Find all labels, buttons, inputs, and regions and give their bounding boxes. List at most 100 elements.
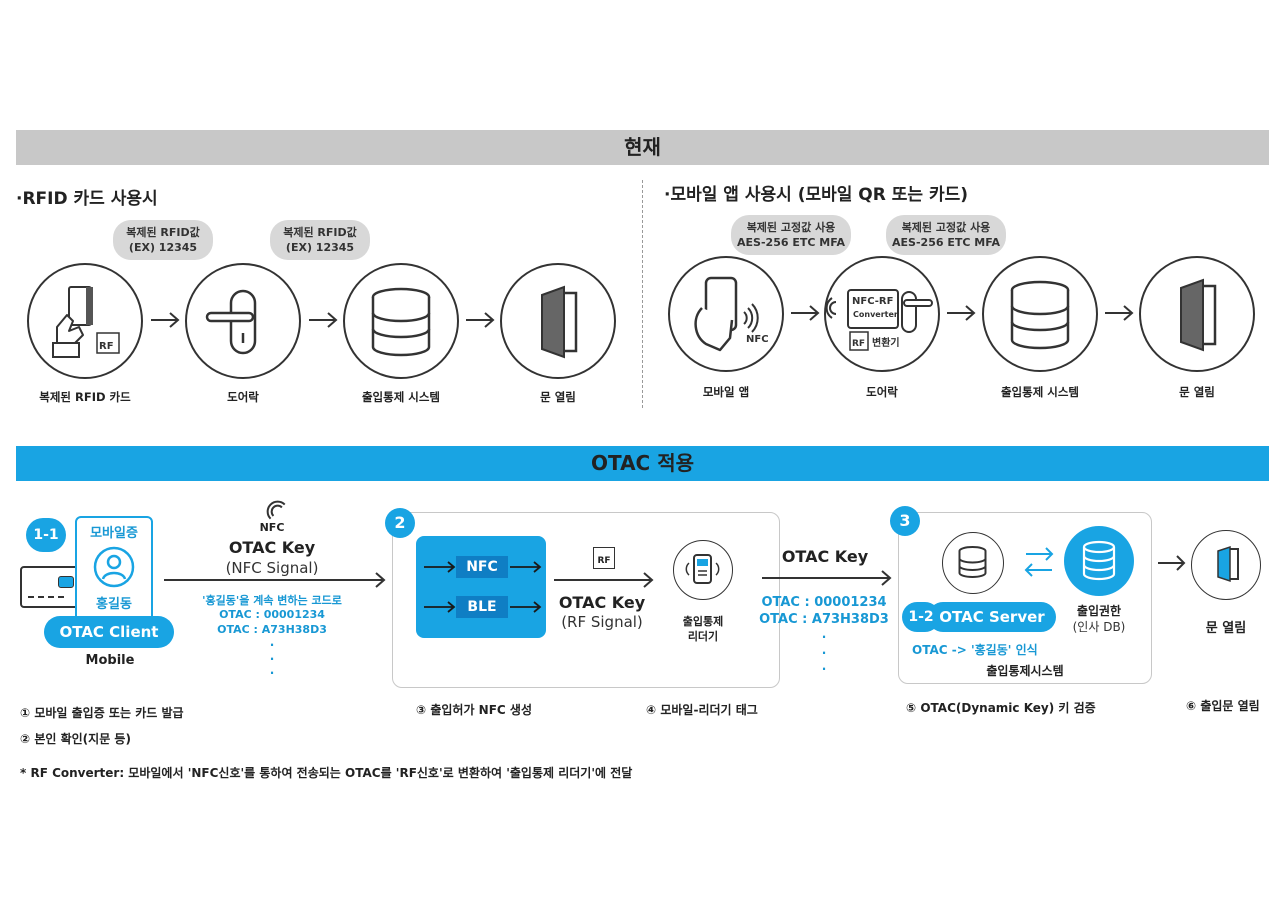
mobile-id-title: 모바일증	[90, 526, 138, 541]
mobile-pill-1: 복제된 고정값 사용 AES-256 ETC MFA	[731, 215, 851, 255]
step-5: ⑤ OTAC(Dynamic Key) 키 검증	[906, 701, 1096, 715]
box2-key-sub: (RF Signal)	[561, 613, 643, 631]
door-icon	[1217, 545, 1239, 583]
box2-rf-tag: RF	[593, 547, 615, 569]
system-label: 출입통제시스템	[986, 664, 1064, 678]
mobile-nfc-label: NFC	[746, 334, 769, 345]
final-door-label: 문 열림	[1205, 621, 1247, 636]
badge-2: 2	[385, 508, 415, 538]
nfc-key-title: OTAC Key	[228, 538, 316, 557]
rfid-system-circle	[343, 263, 459, 379]
rfid-step-3: 출입통제 시스템	[361, 390, 441, 404]
rfid-section-title: ·RFID 카드 사용시	[16, 189, 158, 209]
rfid-pill-2: 복제된 RFID값 (EX) 12345	[270, 220, 370, 260]
nfc-otac-2: OTAC : A73H38D3	[217, 623, 327, 636]
rfid-pill-1-line2: (EX) 12345	[128, 241, 198, 254]
current-header-title: 현재	[624, 135, 661, 159]
step-2: ② 본인 확인(지문 등)	[20, 732, 131, 746]
mobile-step-2: 도어락	[866, 385, 898, 399]
rfid-rf-tag: RF	[99, 341, 114, 352]
rfid-step-1: 복제된 RFID 카드	[39, 390, 131, 404]
reader-circle	[673, 540, 733, 600]
arrow-icon	[151, 312, 495, 328]
server-db-circle	[942, 532, 1004, 594]
nfc-otac-1: OTAC : 00001234	[219, 608, 325, 621]
badge-1-1: 1-1	[26, 518, 66, 552]
mobile-pill-2-line1: 복제된 고정값 사용	[901, 221, 991, 234]
final-arrow	[1158, 555, 1186, 571]
mobile-id-card: 모바일증 홍길동	[75, 516, 153, 632]
middle-otac-2: OTAC : A73H38D3	[759, 612, 889, 627]
mobile-converter-circle: NFC-RF Converter RF 변환기	[824, 256, 940, 372]
recognize-text: OTAC -> '홍길동' 인식	[912, 643, 1038, 657]
mobile-system-circle	[982, 256, 1098, 372]
arrow-icon	[424, 561, 542, 613]
rfid-doorlock-circle	[185, 263, 301, 379]
mobile-pill-1-line2: AES-256 ETC MFA	[737, 236, 845, 249]
nfc-desc: '홍길동'을 계속 변하는 코드로	[202, 594, 342, 607]
mobile-step-4: 문 열림	[1179, 385, 1215, 399]
mobile-step-3: 출입통제 시스템	[1000, 385, 1080, 399]
rfid-card-circle: RF	[27, 263, 143, 379]
otac-header-bar: OTAC 적용	[16, 446, 1269, 481]
mobile-pill-1-line1: 복제된 고정값 사용	[746, 221, 836, 234]
step-4: ④ 모바일-리더기 태그	[646, 703, 758, 717]
rfid-pill-2-line1: 복제된 RFID값	[283, 226, 357, 239]
step-3: ③ 출입허가 NFC 생성	[416, 703, 532, 717]
footnote: * RF Converter: 모바일에서 'NFC신호'를 통하여 전송되는 …	[20, 766, 633, 780]
database-icon	[1082, 540, 1116, 581]
person-icon	[93, 546, 135, 588]
card-chip	[58, 576, 74, 588]
rfid-arrows	[151, 312, 495, 328]
arrow-icon	[554, 572, 654, 588]
nfc-dots-3: ·	[269, 666, 275, 680]
box2-ble-tag: BLE	[456, 596, 508, 618]
nfc-key-sub: (NFC Signal)	[225, 559, 319, 577]
current-header-bar: 현재	[16, 130, 1269, 165]
middle-dots-2: ·	[821, 646, 827, 660]
hr-db-circle	[1064, 526, 1134, 596]
reader-icon	[685, 554, 720, 584]
middle-otac-1: OTAC : 00001234	[761, 595, 887, 610]
rfid-pill-1-line1: 복제된 RFID값	[126, 226, 200, 239]
auth-label-2: (인사 DB)	[1072, 620, 1126, 634]
person-name: 홍길동	[96, 597, 132, 612]
section-divider	[642, 180, 643, 408]
mobile-door-circle	[1139, 256, 1255, 372]
middle-arrow	[762, 570, 892, 586]
badge-1-2: 1-2	[902, 602, 940, 632]
converter-line2: Converter	[853, 310, 898, 319]
middle-key-title: OTAC Key	[781, 547, 869, 566]
box2-signal-arrow	[554, 572, 654, 588]
rfid-step-2: 도어락	[227, 390, 259, 404]
sync-arrows	[1024, 547, 1054, 577]
rfid-pill-1: 복제된 RFID값 (EX) 12345	[113, 220, 213, 260]
nfc-dots-2: ·	[269, 652, 275, 666]
nfc-dots-1: ·	[269, 638, 275, 652]
mobile-arrows	[791, 305, 1134, 321]
mobile-app-circle: NFC	[668, 256, 784, 372]
mobile-pill-2: 복제된 고정값 사용 AES-256 ETC MFA	[886, 215, 1006, 255]
box2-key-title: OTAC Key	[558, 593, 646, 612]
nfc-long-arrow	[164, 572, 386, 588]
box-3	[898, 512, 1152, 684]
rfid-door-circle	[500, 263, 616, 379]
arrow-icon	[762, 570, 892, 586]
nfc-ble-panel	[416, 536, 546, 638]
step-1: ① 모바일 출입증 또는 카드 발급	[20, 706, 184, 720]
rfid-pill-2-line2: (EX) 12345	[285, 241, 355, 254]
otac-server-label: OTAC Server	[928, 602, 1056, 632]
arrow-icon	[1024, 547, 1054, 577]
converter-label: 변환기	[872, 336, 900, 349]
reader-label-2: 리더기	[687, 630, 719, 643]
phone-hand-icon: NFC	[694, 276, 769, 352]
arrow-icon	[791, 305, 1134, 321]
badge-3: 3	[890, 506, 920, 536]
box2-rf-text: RF	[597, 556, 611, 566]
auth-label-1: 출입권한	[1076, 604, 1122, 618]
rfid-step-4: 문 열림	[540, 390, 576, 404]
box2-nfc-tag: NFC	[456, 556, 508, 578]
mobile-pill-2-line2: AES-256 ETC MFA	[892, 236, 1000, 249]
nfc-icon	[266, 500, 286, 520]
arrow-icon	[1158, 555, 1186, 571]
